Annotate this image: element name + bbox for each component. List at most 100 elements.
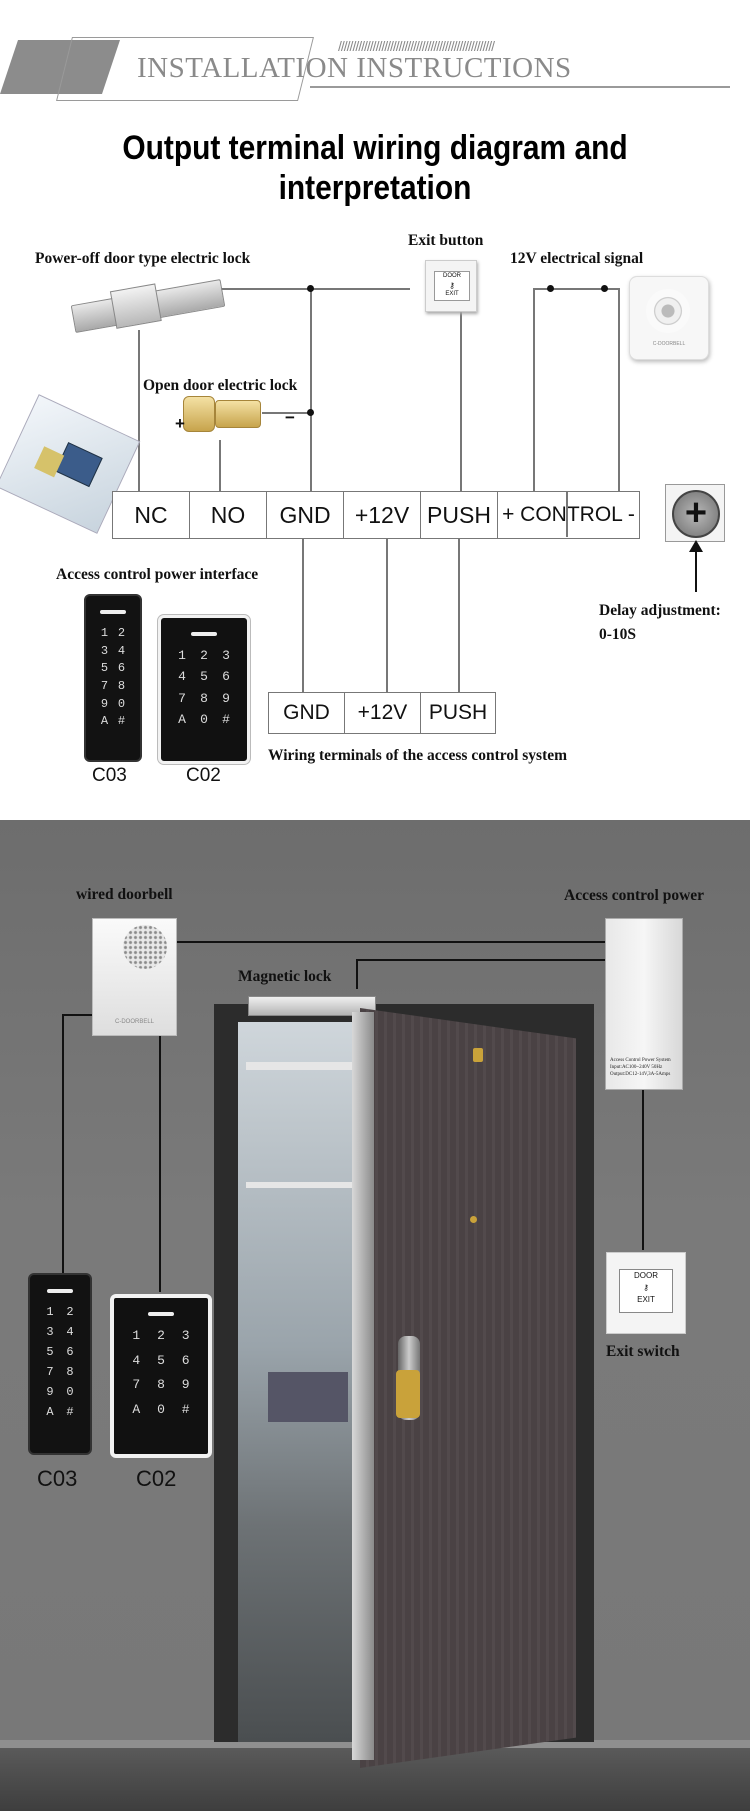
key[interactable]: 4 xyxy=(66,1325,74,1339)
exit-switch-text-exit: EXIT xyxy=(637,1295,655,1304)
key[interactable]: 2 xyxy=(66,1305,74,1319)
key[interactable]: 6 xyxy=(222,669,230,685)
wire-maglock-power xyxy=(356,959,607,961)
key[interactable]: 2 xyxy=(117,626,126,640)
power-box-line3: Output:DC12-14V,3A-5Amps xyxy=(610,1072,671,1077)
key[interactable]: 5 xyxy=(46,1345,54,1359)
key[interactable]: A xyxy=(46,1405,54,1419)
key[interactable]: 1 xyxy=(132,1328,141,1343)
key-icon: ⚷ xyxy=(449,281,455,290)
key[interactable]: 5 xyxy=(200,669,208,685)
magnetic-lock-image xyxy=(248,996,376,1016)
key[interactable]: 5 xyxy=(157,1352,165,1368)
key[interactable]: # xyxy=(181,1401,190,1417)
label-magnetic-lock: Magnetic lock xyxy=(238,968,332,985)
key[interactable]: 3 xyxy=(100,643,109,658)
main-title-line1: Output terminal wiring diagram and xyxy=(122,129,628,167)
junction-dot xyxy=(547,285,554,292)
terminal-control: + CONTROL - xyxy=(502,503,635,526)
key[interactable]: # xyxy=(117,714,126,729)
door-opening-interior xyxy=(238,1022,366,1742)
wire-sys-gnd xyxy=(302,538,304,692)
keypad-model-c03: C03 xyxy=(92,765,127,786)
wire-doorbell-c03-h xyxy=(62,1014,93,1016)
label-wiring-terminals: Wiring terminals of the access control s… xyxy=(268,747,568,764)
key[interactable]: # xyxy=(222,711,230,727)
label-access-control-power: Access control power xyxy=(564,887,705,904)
key[interactable]: 4 xyxy=(178,669,186,685)
wire-lock-to-exit xyxy=(198,288,410,290)
key[interactable]: 3 xyxy=(46,1325,54,1339)
strike-lock-image xyxy=(70,279,226,333)
key[interactable]: 1 xyxy=(100,626,109,640)
door-edge xyxy=(352,1012,374,1760)
wire-signal-top xyxy=(533,288,605,290)
key[interactable]: 2 xyxy=(157,1328,165,1343)
key[interactable]: 7 xyxy=(100,678,109,693)
wire-gnd xyxy=(310,288,312,492)
arrow-up-shaft xyxy=(695,548,697,592)
key[interactable]: 8 xyxy=(200,690,208,706)
key[interactable]: 0 xyxy=(117,696,126,711)
key[interactable]: 9 xyxy=(222,690,230,706)
key[interactable]: 7 xyxy=(178,690,186,706)
wire-signal-minus xyxy=(604,288,618,290)
delay-knob-plus-icon[interactable]: + xyxy=(672,490,720,538)
key[interactable]: 9 xyxy=(181,1377,190,1392)
label-power-interface: Access control power interface xyxy=(56,566,259,583)
key[interactable]: 8 xyxy=(157,1377,165,1392)
key[interactable]: 6 xyxy=(66,1345,74,1359)
key[interactable]: 9 xyxy=(46,1385,54,1399)
exit-button-text-exit: EXIT xyxy=(445,291,459,297)
key[interactable]: 8 xyxy=(66,1365,74,1379)
key[interactable]: A xyxy=(100,714,109,729)
key[interactable]: 7 xyxy=(46,1365,54,1379)
doorbell-image: C-DOORBELL xyxy=(629,276,709,360)
key[interactable]: 1 xyxy=(46,1305,54,1319)
scene-power-box: Access Control Power System Input:AC100~… xyxy=(605,918,683,1090)
key[interactable]: 5 xyxy=(100,661,109,676)
exit-button-text-door: DOOR xyxy=(443,273,461,279)
minus-sign: − xyxy=(285,408,295,427)
terminal-nc: NC xyxy=(113,492,190,538)
key[interactable]: 8 xyxy=(117,678,126,693)
key[interactable]: 2 xyxy=(200,648,208,663)
wire-open-lock-minus xyxy=(262,412,310,414)
wire-doorbell-power xyxy=(175,941,607,943)
label-wired-doorbell: wired doorbell xyxy=(76,886,173,903)
key[interactable]: 0 xyxy=(200,711,208,727)
keypad-slot xyxy=(100,610,126,614)
label-delay-line1: Delay adjustment: xyxy=(599,602,721,619)
sys-terminal-gnd: GND xyxy=(269,693,345,733)
key[interactable]: A xyxy=(178,711,186,727)
interior-desk xyxy=(268,1372,348,1422)
key[interactable]: 3 xyxy=(181,1328,190,1343)
main-title-line2: interpretation xyxy=(278,169,472,207)
key[interactable]: # xyxy=(66,1405,74,1419)
junction-dot xyxy=(307,409,314,416)
key[interactable]: 7 xyxy=(132,1377,141,1392)
key[interactable]: 3 xyxy=(222,648,230,663)
label-open-door-lock: Open door electric lock xyxy=(143,377,298,394)
key[interactable]: 4 xyxy=(117,643,126,658)
keypad-slot xyxy=(47,1289,73,1293)
key[interactable]: 0 xyxy=(66,1385,74,1399)
key[interactable]: 0 xyxy=(157,1401,165,1417)
label-delay-adjustment: Delay adjustment: 0-10S xyxy=(599,599,721,647)
key[interactable]: 6 xyxy=(181,1352,190,1368)
key[interactable]: 9 xyxy=(100,696,109,711)
open-door-lock-image xyxy=(183,396,215,432)
key[interactable]: 4 xyxy=(132,1352,141,1368)
key[interactable]: A xyxy=(132,1401,141,1417)
system-terminal-block: GND +12V PUSH xyxy=(268,692,496,734)
key[interactable]: 6 xyxy=(117,661,126,676)
wire-sys-12v xyxy=(386,538,388,692)
key[interactable]: 1 xyxy=(178,648,186,663)
wire-nc xyxy=(138,330,140,492)
